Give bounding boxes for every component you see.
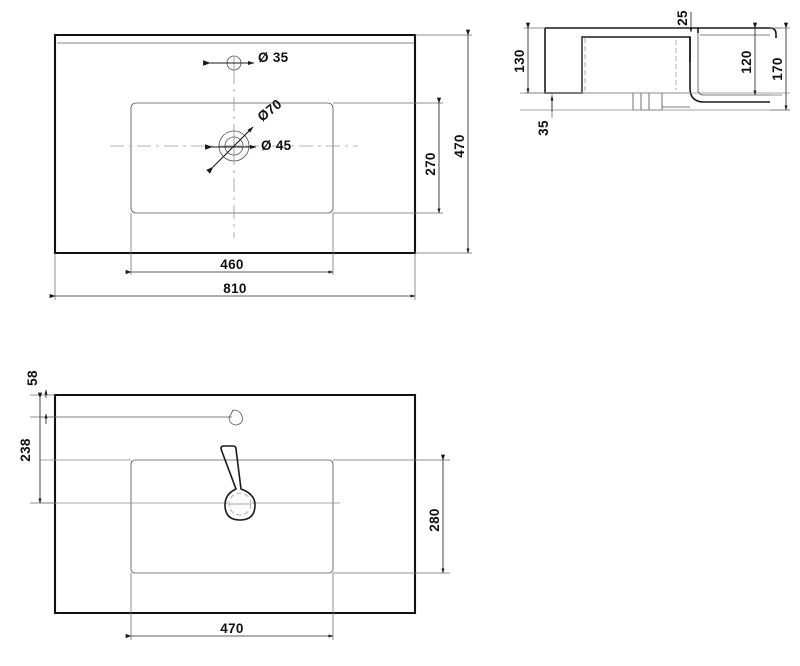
bottom-tap-hole — [228, 409, 243, 426]
top-view-basin-recess — [130, 102, 334, 214]
label-470-top-view: 470 — [452, 134, 467, 157]
top-view: Ø 35 Ø 45 Ø70 270 470 460 810 — [49, 29, 472, 300]
label-58: 58 — [25, 370, 40, 386]
label-120: 120 — [739, 50, 754, 73]
label-280: 280 — [427, 508, 442, 531]
label-130: 130 — [512, 49, 527, 72]
section-basin-inner-floor — [581, 37, 690, 94]
label-d45: Ø 45 — [261, 138, 292, 153]
section-top-rim — [545, 27, 699, 33]
section-waste-boss — [632, 93, 663, 111]
label-d35: Ø 35 — [258, 50, 289, 65]
bottom-view: 58 238 280 470 — [18, 370, 450, 640]
section-drop-profile — [689, 37, 770, 103]
overflow-channel-shape — [220, 445, 256, 521]
label-270: 270 — [423, 152, 438, 175]
section-back-ledge — [698, 27, 777, 38]
label-238: 238 — [18, 438, 33, 462]
label-170: 170 — [770, 57, 785, 80]
bottom-view-recess — [130, 459, 334, 574]
label-810: 810 — [223, 281, 246, 296]
label-35: 35 — [536, 120, 551, 136]
section-basin-left-wall — [544, 28, 691, 94]
waste-outer-leader — [206, 126, 254, 174]
label-460: 460 — [220, 257, 243, 272]
section-waste-boss-ribs — [640, 93, 650, 110]
bottom-view-outline — [53, 393, 417, 615]
top-view-body-fill — [55, 35, 415, 253]
label-25: 25 — [675, 10, 690, 26]
section-view: 130 35 25 120 170 — [512, 10, 790, 136]
label-470-bottom-view: 470 — [220, 621, 243, 636]
section-drop-inner — [697, 33, 770, 96]
